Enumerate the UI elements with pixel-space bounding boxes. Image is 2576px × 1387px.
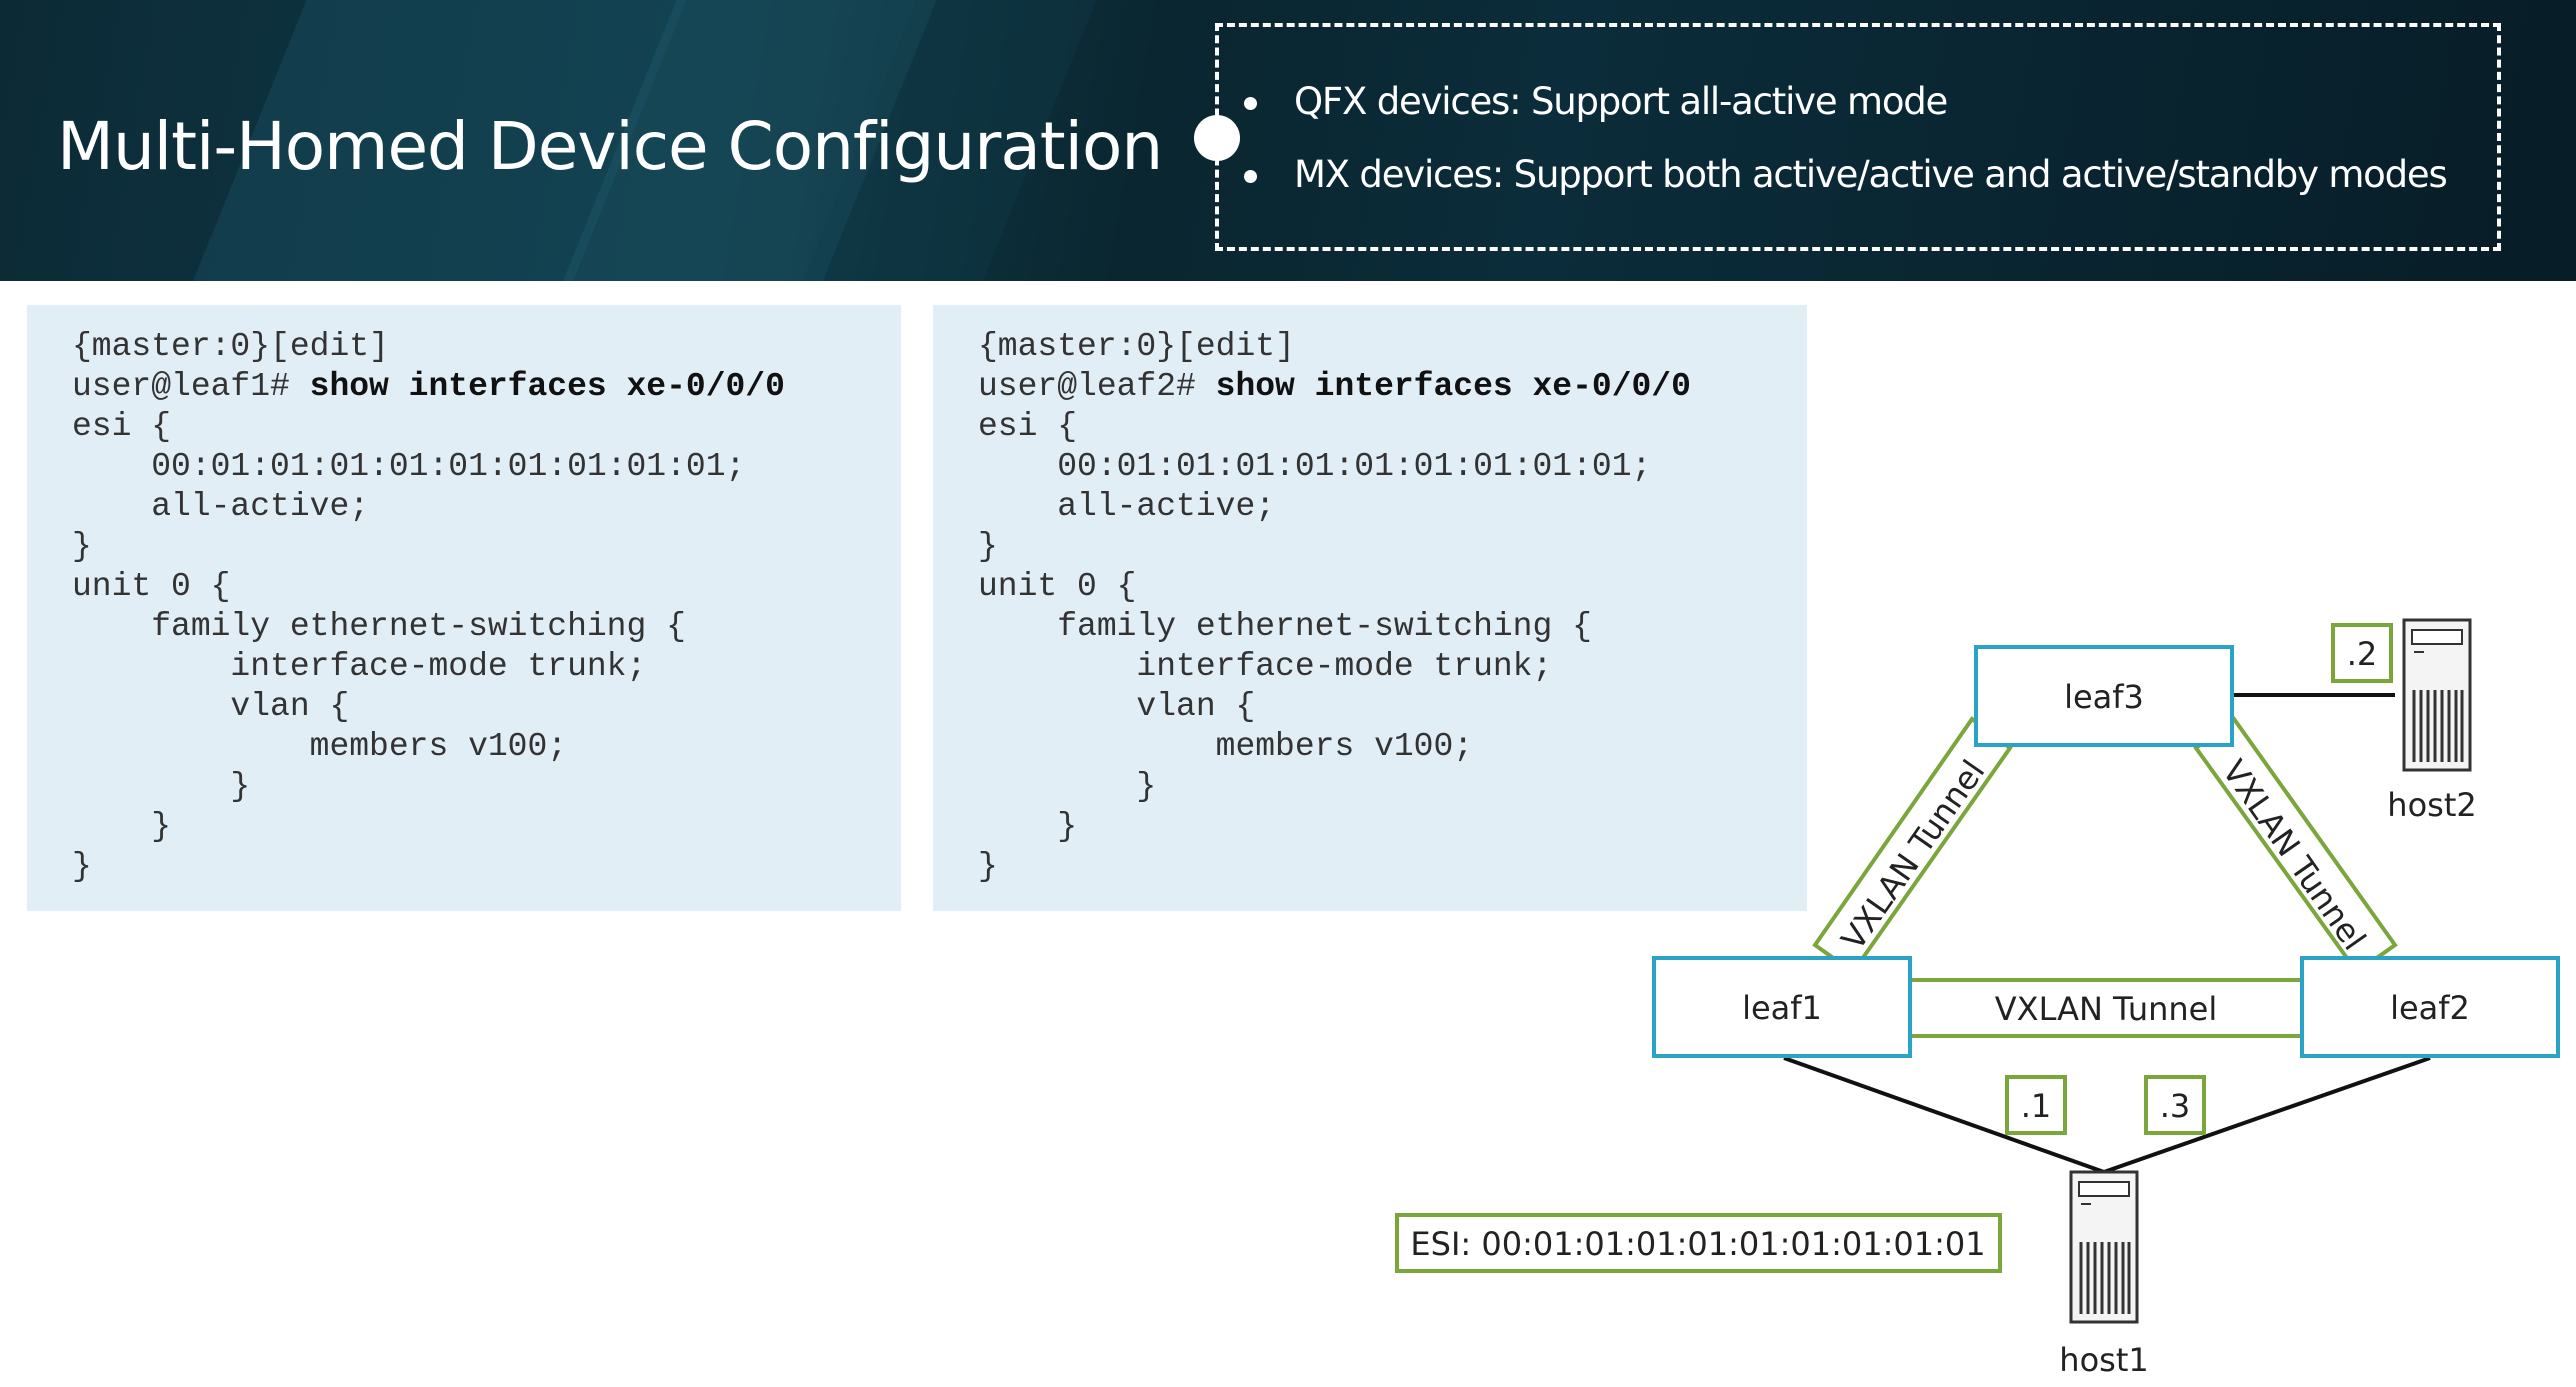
cli-command: show interfaces xe-0/0/0 <box>1215 368 1691 405</box>
config-line: } <box>978 848 998 885</box>
host2-server-icon <box>2402 618 2472 772</box>
config-line: family ethernet-switching { <box>72 608 686 645</box>
esi-label: ESI: 00:01:01:01:01:01:01:01:01:01 <box>1410 1225 1985 1263</box>
note-text: QFX devices: Support all-active mode <box>1294 80 1948 123</box>
config-line: } <box>72 768 251 805</box>
esi-tag: ESI: 00:01:01:01:01:01:01:01:01:01 <box>1395 1213 2002 1273</box>
address-tag-leaf2: .3 <box>2144 1075 2206 1135</box>
bullet-icon <box>1244 97 1257 110</box>
vxlan-tunnel-right: VXLAN Tunnel <box>2193 716 2398 975</box>
config-line: all-active; <box>978 488 1276 525</box>
config-line: interface-mode trunk; <box>978 648 1553 685</box>
node-label: leaf3 <box>2064 678 2144 716</box>
address-tag-leaf1: .1 <box>2005 1075 2067 1135</box>
host2-label: host2 <box>2387 786 2476 824</box>
tunnel-label: VXLAN Tunnel <box>1834 753 1993 957</box>
cli-user-prompt: user@leaf1# <box>72 368 310 405</box>
config-line: } <box>978 768 1157 805</box>
link-leaf1-host1 <box>1783 1056 2105 1174</box>
node-label: leaf1 <box>1742 989 1822 1027</box>
config-line: } <box>978 528 998 565</box>
cli-command-line: user@leaf1# show interfaces xe-0/0/0 <box>72 367 901 407</box>
config-line: vlan { <box>72 688 350 725</box>
config-line: 00:01:01:01:01:01:01:01:01:01; <box>72 448 746 485</box>
cli-prompt: {master:0}[edit] <box>72 328 389 365</box>
notes-box: QFX devices: Support all-active mode MX … <box>1215 23 2501 251</box>
config-line: } <box>978 808 1078 845</box>
vxlan-tunnel-bottom: VXLAN Tunnel <box>1904 978 2308 1038</box>
cli-user-prompt: user@leaf2# <box>978 368 1216 405</box>
cli-command-line: user@leaf2# show interfaces xe-0/0/0 <box>978 367 1807 407</box>
config-line: unit 0 { <box>978 568 1137 605</box>
host1-label: host1 <box>2059 1341 2148 1379</box>
config-line: esi { <box>978 408 1078 445</box>
config-line: family ethernet-switching { <box>978 608 1592 645</box>
code-panel-leaf2: {master:0}[edit]user@leaf2# show interfa… <box>933 305 1807 911</box>
code-panel-leaf1: {master:0}[edit]user@leaf1# show interfa… <box>27 305 901 911</box>
config-line: } <box>72 528 92 565</box>
page-title: Multi-Homed Device Configuration <box>57 108 1163 185</box>
config-line: members v100; <box>978 728 1474 765</box>
note-item: QFX devices: Support all-active mode <box>1244 80 1948 123</box>
config-line: unit 0 { <box>72 568 231 605</box>
cli-prompt: {master:0}[edit] <box>978 328 1295 365</box>
config-line: } <box>72 808 172 845</box>
config-line: members v100; <box>72 728 568 765</box>
tunnel-label: VXLAN Tunnel <box>1995 990 2217 1028</box>
leaf2-node: leaf2 <box>2300 956 2560 1058</box>
node-label: leaf2 <box>2390 989 2470 1027</box>
tunnel-label: VXLAN Tunnel <box>2215 753 2374 957</box>
link-leaf2-host1 <box>2103 1056 2431 1174</box>
header-banner: Multi-Homed Device Configuration QFX dev… <box>0 0 2576 281</box>
config-line: all-active; <box>72 488 370 525</box>
leaf3-node: leaf3 <box>1974 645 2234 747</box>
address-label: .2 <box>2347 635 2378 673</box>
config-line: vlan { <box>978 688 1256 725</box>
note-item: MX devices: Support both active/active a… <box>1244 153 2448 196</box>
config-line: interface-mode trunk; <box>72 648 647 685</box>
address-label: .3 <box>2160 1087 2191 1125</box>
config-line: 00:01:01:01:01:01:01:01:01:01; <box>978 448 1652 485</box>
vxlan-tunnel-left: VXLAN Tunnel <box>1812 716 2013 975</box>
note-text: MX devices: Support both active/active a… <box>1294 153 2448 196</box>
host1-server-icon <box>2069 1170 2139 1324</box>
address-tag-host2: .2 <box>2331 623 2393 683</box>
cli-command: show interfaces xe-0/0/0 <box>309 368 785 405</box>
leaf1-node: leaf1 <box>1652 956 1912 1058</box>
config-line: esi { <box>72 408 172 445</box>
address-label: .1 <box>2021 1087 2052 1125</box>
bullet-icon <box>1244 170 1257 183</box>
config-line: } <box>72 848 92 885</box>
